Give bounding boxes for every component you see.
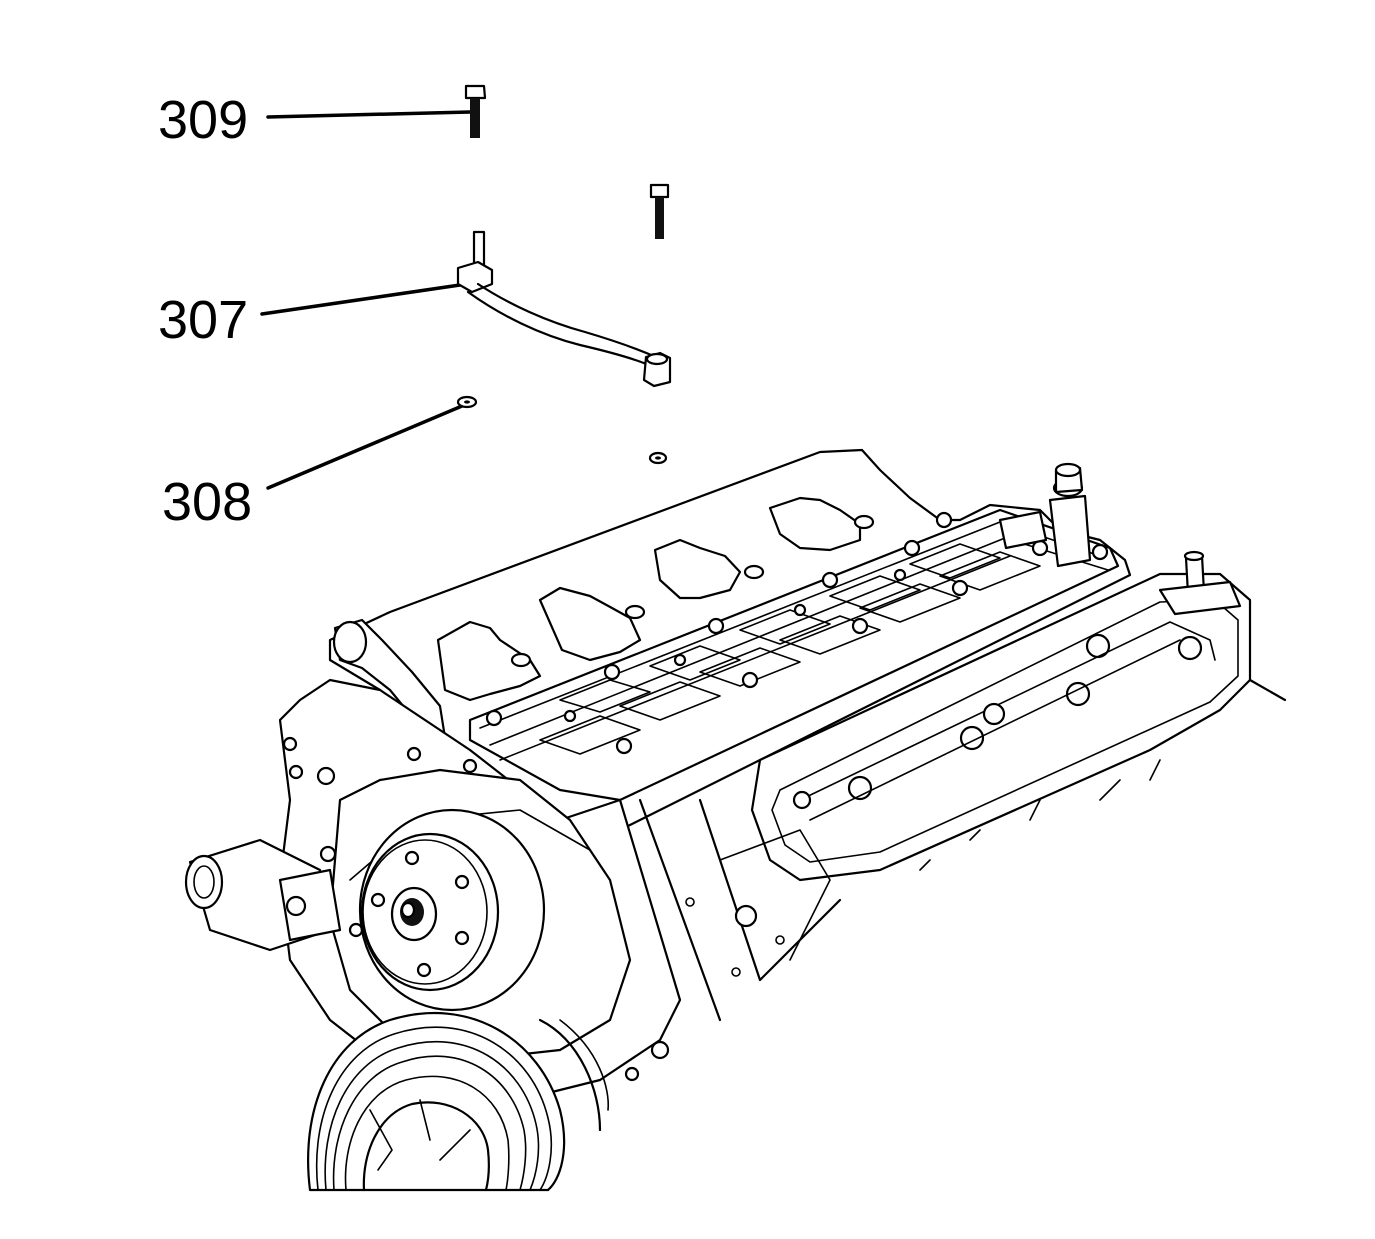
crankshaft-pulley-icon bbox=[307, 1011, 610, 1192]
water-pump-pulley-icon bbox=[358, 808, 546, 1012]
valve-cover-icon bbox=[750, 550, 1252, 882]
callout-308: 308 bbox=[162, 404, 464, 532]
callout-309-label: 309 bbox=[158, 90, 248, 150]
bracket-307-icon bbox=[456, 230, 672, 388]
callout-307-leader bbox=[260, 283, 462, 316]
bolt-icon bbox=[649, 183, 670, 239]
callout-307-label: 307 bbox=[158, 290, 248, 350]
bolt-309-icon bbox=[464, 84, 487, 138]
callout-308-leader bbox=[266, 404, 464, 490]
callout-308-label: 308 bbox=[162, 472, 252, 532]
callout-309: 309 bbox=[158, 90, 472, 150]
oil-pressure-sensor-icon bbox=[998, 462, 1092, 568]
washer-308-icon bbox=[456, 395, 478, 409]
callout-307: 307 bbox=[158, 283, 462, 350]
manifold-bolts bbox=[485, 511, 1109, 755]
washer-icon bbox=[648, 451, 668, 465]
engine-assembly bbox=[184, 448, 1287, 1192]
callout-309-leader bbox=[266, 110, 472, 119]
